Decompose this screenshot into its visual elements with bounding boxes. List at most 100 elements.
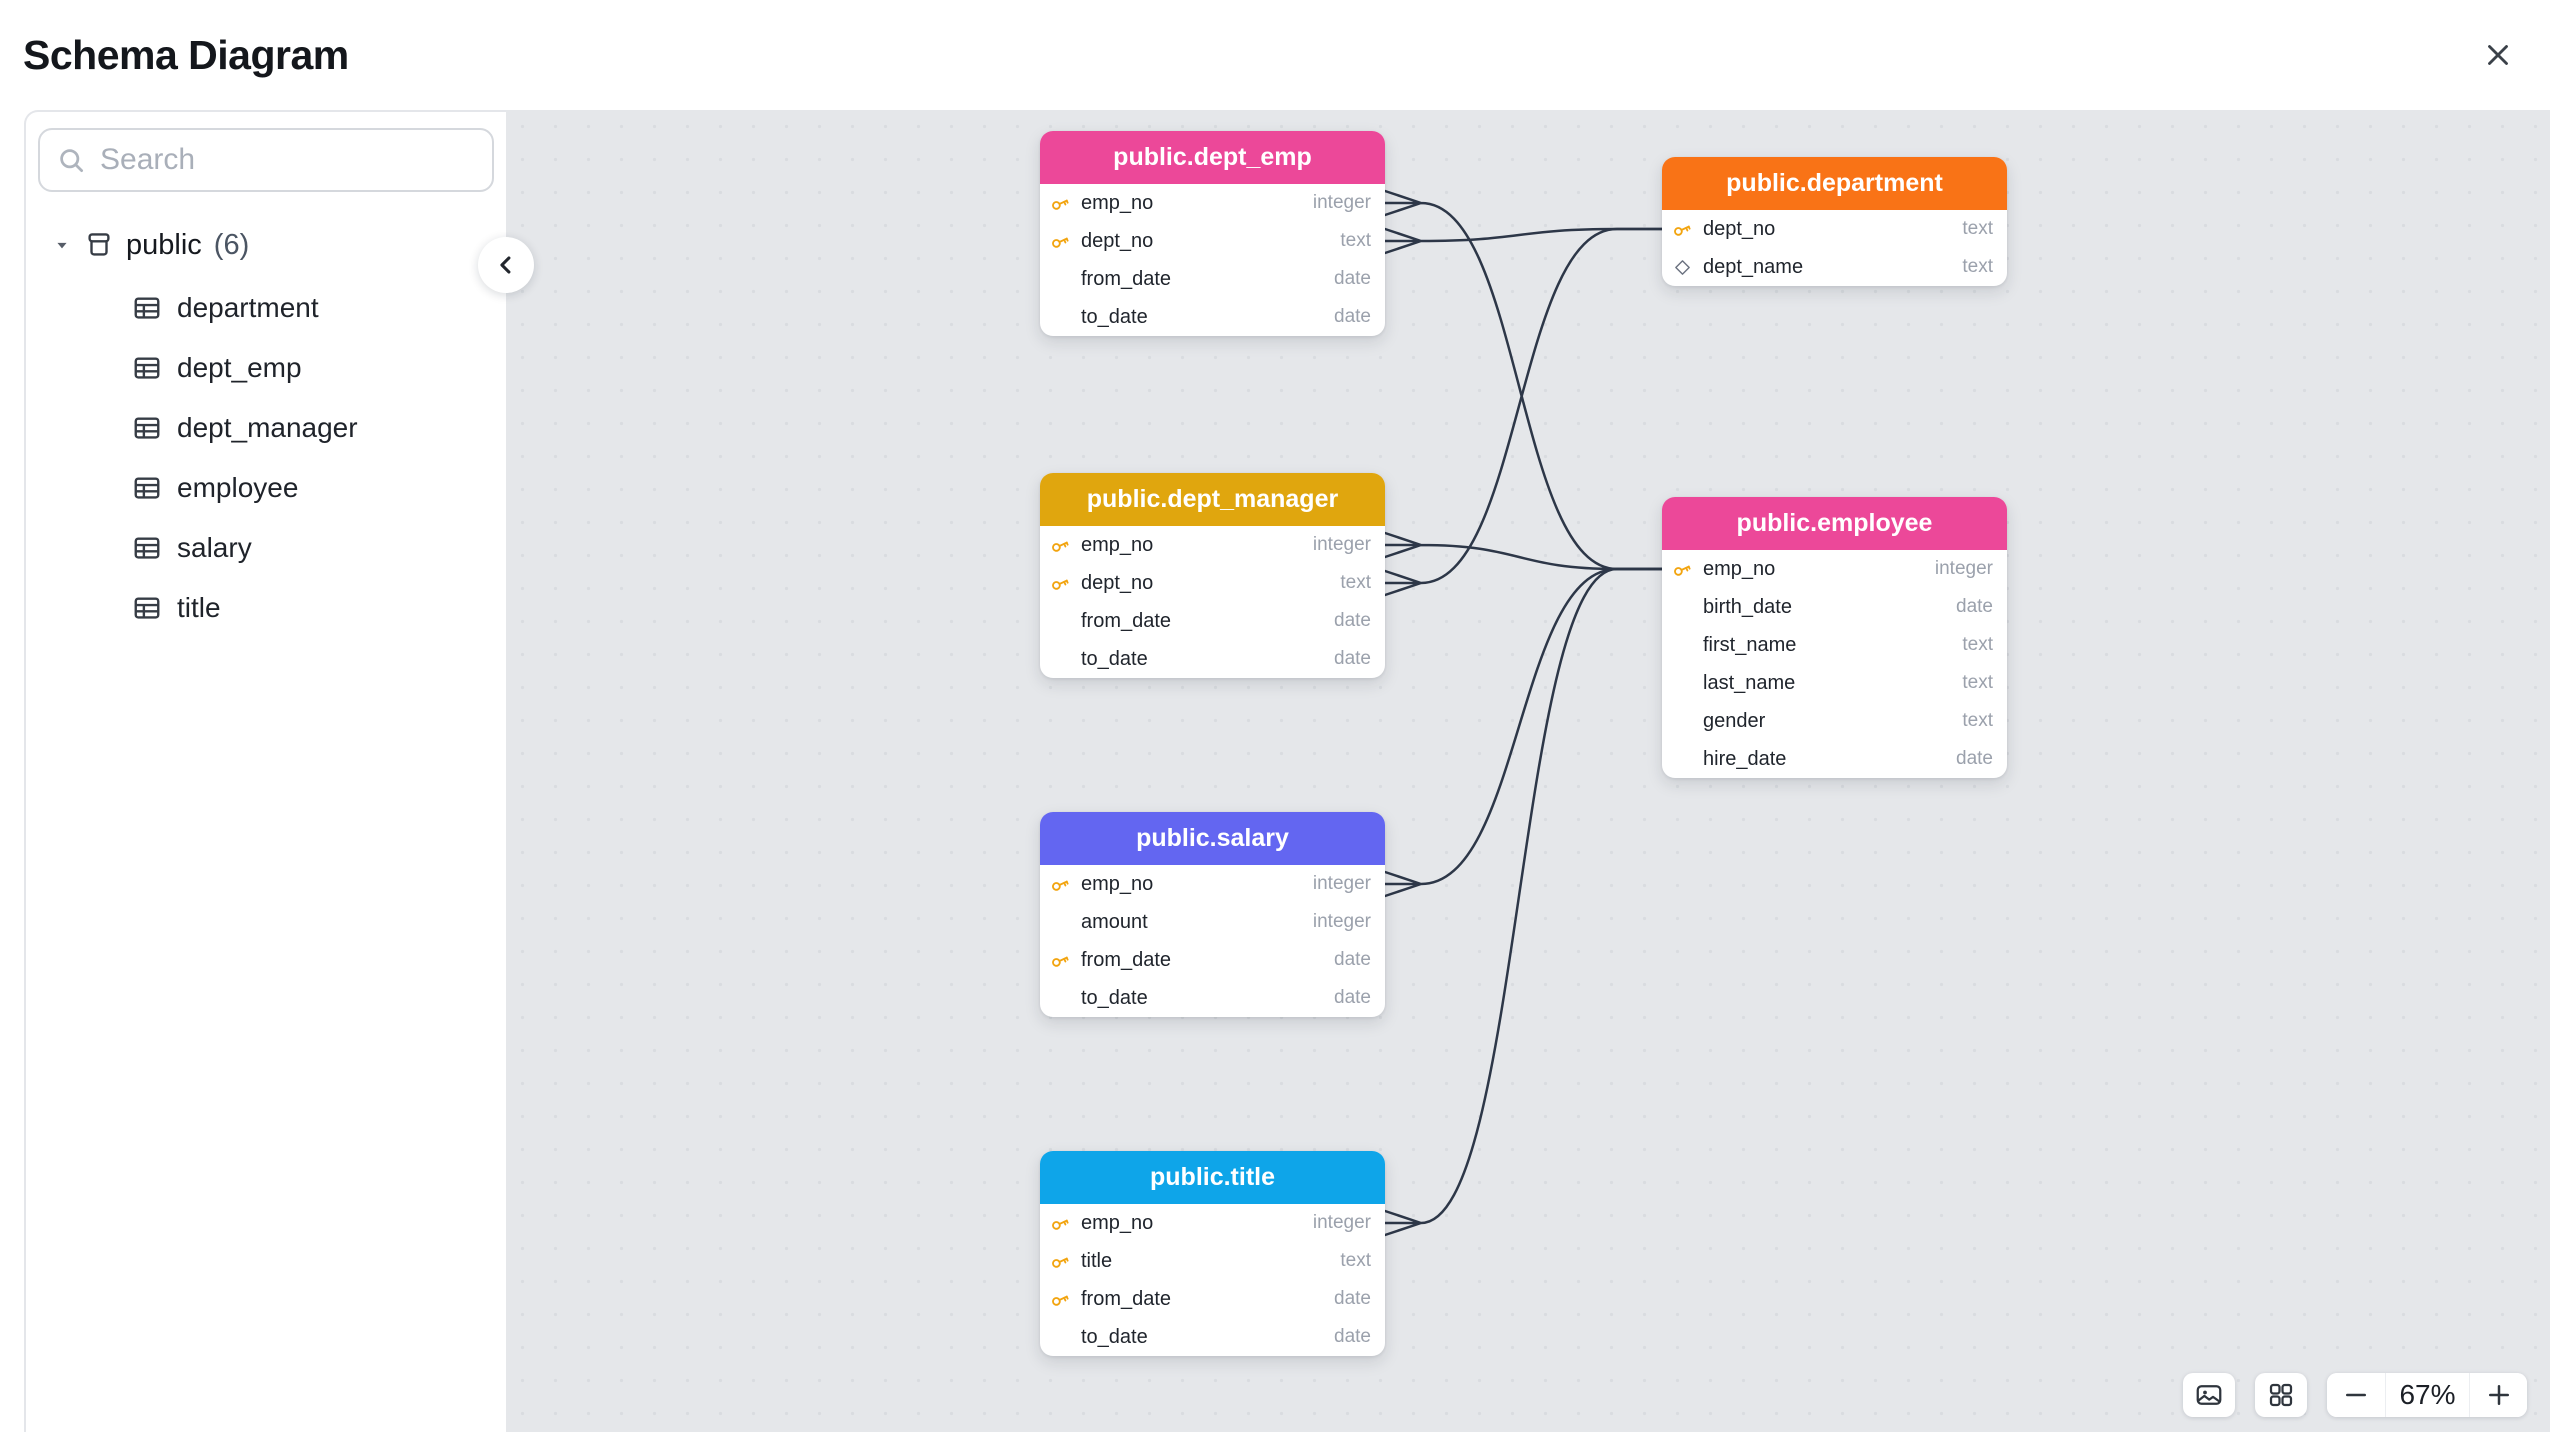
table-node-title[interactable]: public.title (1040, 1151, 1385, 1204)
column-name: gender (1703, 709, 1766, 732)
search-icon (56, 145, 86, 175)
close-button[interactable] (2468, 25, 2528, 85)
table-name-label: title (177, 592, 221, 623)
column-name: dept_no (1703, 217, 1776, 240)
table-name-label: dept_manager (177, 412, 358, 443)
search-input[interactable] (100, 143, 476, 177)
caret-down-icon[interactable] (52, 235, 72, 255)
minus-icon (2341, 1380, 2371, 1410)
column-type: text (1962, 710, 1993, 731)
export-image-button[interactable] (2183, 1373, 2235, 1417)
sidebar-item-employee[interactable]: employee (38, 458, 494, 518)
collapse-sidebar-button[interactable] (478, 237, 534, 293)
table-node-title[interactable]: public.dept_manager (1040, 473, 1385, 526)
relationship-edge-title.emp_no-to-employee.emp_no[interactable] (1383, 567, 1664, 1237)
column-row-dept_name[interactable]: dept_name text (1662, 248, 2007, 286)
zoom-in-button[interactable] (2469, 1373, 2527, 1417)
relationship-edge-salary.emp_no-to-employee.emp_no[interactable] (1383, 567, 1664, 898)
sidebar-item-dept_manager[interactable]: dept_manager (38, 398, 494, 458)
sidebar-item-department[interactable]: department (38, 278, 494, 338)
sidebar-item-salary[interactable]: salary (38, 518, 494, 578)
key-icon (1048, 1213, 1072, 1234)
key-icon (1670, 559, 1694, 580)
column-name: to_date (1081, 986, 1148, 1009)
table-node-title[interactable]: public.salary (1040, 812, 1385, 865)
column-type: text (1962, 634, 1993, 655)
relationship-edge-dept_manager.emp_no-to-employee.emp_no[interactable] (1383, 531, 1664, 571)
zoom-control-group: 67% (2327, 1373, 2527, 1417)
column-type: date (1334, 949, 1371, 970)
zoom-out-button[interactable] (2327, 1373, 2385, 1417)
schema-table-count: (6) (213, 228, 250, 261)
relationship-edge-dept_emp.dept_no-to-department.dept_no[interactable] (1383, 227, 1664, 255)
table-name-label: salary (177, 532, 252, 563)
table-icon (132, 593, 162, 623)
column-type: text (1962, 256, 1993, 277)
schema-tree: public (6) department dept_emp dept_manage… (38, 192, 494, 638)
column-type: date (1334, 610, 1371, 631)
table-icon (132, 533, 162, 563)
column-row-gender[interactable]: gender text (1662, 702, 2007, 740)
relationship-edge-dept_emp.emp_no-to-employee.emp_no[interactable] (1383, 189, 1664, 571)
table-icon (132, 473, 162, 503)
column-name: hire_date (1703, 747, 1787, 770)
table-node-title[interactable]: public.dept_emp (1040, 131, 1385, 184)
column-type: text (1962, 672, 1993, 693)
sidebar-item-title[interactable]: title (38, 578, 494, 638)
zoom-level-label: 67% (2385, 1373, 2469, 1417)
column-name: dept_name (1703, 255, 1804, 278)
sidebar: public (6) department dept_emp dept_manage… (0, 110, 534, 1432)
table-icon (132, 413, 162, 443)
relationship-edge-dept_manager.dept_no-to-department.dept_no[interactable] (1383, 227, 1664, 597)
table-node-title[interactable]: public.employee (1662, 497, 2007, 550)
schema-tree-parent-public[interactable]: public (6) (38, 220, 494, 270)
layout-grid-icon (2266, 1380, 2296, 1410)
auto-layout-button[interactable] (2255, 1373, 2307, 1417)
table-icon (132, 353, 162, 383)
table-name-label: dept_emp (177, 352, 302, 383)
column-name: to_date (1081, 1325, 1148, 1348)
column-name: dept_no (1081, 571, 1154, 594)
chevron-left-icon (492, 251, 520, 279)
column-type: date (1334, 268, 1371, 289)
column-name: amount (1081, 910, 1148, 933)
table-icon (132, 293, 162, 323)
column-type: text (1340, 1250, 1371, 1271)
sidebar-item-dept_emp[interactable]: dept_emp (38, 338, 494, 398)
unique-diamond-icon (1670, 258, 1694, 277)
table-node-title[interactable]: public.department (1662, 157, 2007, 210)
column-type: date (1334, 648, 1371, 669)
key-icon (1048, 1289, 1072, 1310)
search-box[interactable] (38, 128, 494, 192)
schema-tree-children: department dept_emp dept_manager employee sa… (38, 270, 494, 638)
